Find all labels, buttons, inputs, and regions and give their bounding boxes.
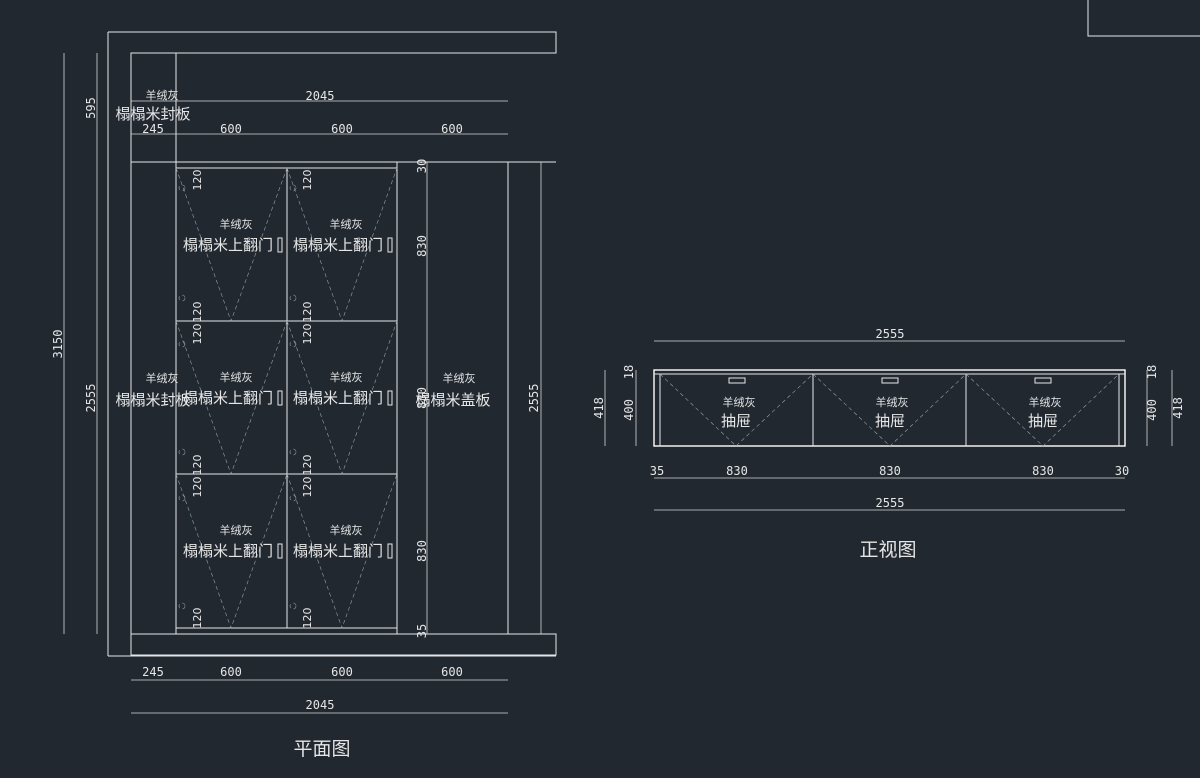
- material-label: 羊绒灰: [220, 217, 253, 231]
- dim-120: 120: [301, 170, 314, 191]
- drawer-handle: [728, 377, 746, 384]
- drawer-handle: [1034, 377, 1052, 384]
- dim-120: 120: [301, 477, 314, 498]
- material-label: 羊绒灰: [1029, 395, 1062, 409]
- dim-120: 120: [301, 324, 314, 345]
- door-diagonals: [175, 167, 398, 629]
- door-handles: [277, 237, 393, 559]
- plan-view: 120 120 120 120 120 120 120 120 120 120 …: [51, 31, 557, 760]
- dim-600-bottom: 600: [331, 665, 353, 679]
- material-label: 羊绒灰: [220, 370, 253, 384]
- dim-245-bottom: 245: [142, 665, 164, 679]
- flip-door-label: 榻榻米上翻门: [183, 542, 273, 560]
- dim-418-left: 418: [592, 397, 606, 419]
- dim-600-bottom: 600: [220, 665, 242, 679]
- material-label: 羊绒灰: [146, 88, 179, 102]
- dim-600-bottom: 600: [441, 665, 463, 679]
- dim-120: 120: [191, 302, 204, 323]
- flip-door-label: 榻榻米上翻门: [293, 389, 383, 407]
- drawer-diagonals: [659, 373, 1120, 447]
- dim-2045-bottom: 2045: [306, 698, 335, 712]
- dim-2045-top: 2045: [306, 89, 335, 103]
- dim-35: 35: [415, 624, 429, 638]
- seal-board-label: 榻榻米封板: [115, 391, 190, 409]
- dim-2555-left: 2555: [84, 384, 98, 413]
- dim-830-front: 830: [1032, 464, 1054, 478]
- seal-board-label: 榻榻米封板: [115, 105, 190, 123]
- front-view: 2555 羊绒灰 抽屉 羊绒灰 抽屉 羊绒灰 抽屉 418 18 400 18 …: [592, 327, 1185, 561]
- dim-120: 120: [191, 608, 204, 629]
- cover-board-label: 榻榻米盖板: [415, 391, 490, 409]
- flip-door-label: 榻榻米上翻门: [293, 542, 383, 560]
- dim-830-front: 830: [879, 464, 901, 478]
- dim-400-right: 400: [1145, 399, 1159, 421]
- drawer-label: 抽屉: [1028, 412, 1058, 430]
- material-label: 羊绒灰: [443, 371, 476, 385]
- room-outline: [108, 31, 557, 656]
- dim-830: 830: [415, 387, 429, 409]
- dim-600-top: 600: [441, 122, 463, 136]
- dim-120: 120: [191, 170, 204, 191]
- dim-120: 120: [191, 477, 204, 498]
- drawer-handle: [881, 377, 899, 384]
- material-label: 羊绒灰: [723, 395, 756, 409]
- material-label: 羊绒灰: [146, 371, 179, 385]
- material-label: 羊绒灰: [330, 370, 363, 384]
- viewport-frame: [1087, 0, 1200, 37]
- dim-2555-front-bottom: 2555: [876, 496, 905, 510]
- hinge-markers: [178, 184, 297, 610]
- dim-400-left: 400: [622, 399, 636, 421]
- dim-600-top: 600: [220, 122, 242, 136]
- dim-600-top: 600: [331, 122, 353, 136]
- front-view-title: 正视图: [859, 539, 916, 561]
- door-labels: 羊绒灰 榻榻米上翻门 羊绒灰 榻榻米上翻门 羊绒灰 榻榻米上翻门 羊绒灰 榻榻米…: [183, 217, 383, 560]
- material-label: 羊绒灰: [220, 523, 253, 537]
- door-inner-dims: 120 120 120 120 120 120 120 120 120 120 …: [191, 170, 314, 629]
- dim-30-front: 30: [1115, 464, 1129, 478]
- flip-door-label: 榻榻米上翻门: [293, 236, 383, 254]
- dim-418-right: 418: [1171, 397, 1185, 419]
- dim-2555-right: 2555: [527, 384, 541, 413]
- dim-35-front: 35: [650, 464, 664, 478]
- drawer-label: 抽屉: [721, 412, 751, 430]
- drawer-label: 抽屉: [875, 412, 905, 430]
- dim-595: 595: [84, 97, 98, 119]
- dim-120: 120: [191, 324, 204, 345]
- dim-120: 120: [301, 302, 314, 323]
- dim-830: 830: [415, 540, 429, 562]
- flip-door-label: 榻榻米上翻门: [183, 389, 273, 407]
- dim-3150: 3150: [51, 330, 65, 359]
- dim-120: 120: [191, 455, 204, 476]
- dim-120: 120: [301, 608, 314, 629]
- material-label: 羊绒灰: [876, 395, 909, 409]
- dim-120: 120: [301, 455, 314, 476]
- material-label: 羊绒灰: [330, 217, 363, 231]
- dim-2555-front-top: 2555: [876, 327, 905, 341]
- dim-18-right: 18: [1145, 365, 1159, 379]
- dim-245-top: 245: [142, 122, 164, 136]
- front-cabinet-outline: [653, 369, 1126, 447]
- plan-view-title: 平面图: [293, 738, 350, 760]
- dim-18-left: 18: [622, 365, 636, 379]
- dim-830: 830: [415, 235, 429, 257]
- dim-830-front: 830: [726, 464, 748, 478]
- flip-door-label: 榻榻米上翻门: [183, 236, 273, 254]
- dim-30: 30: [415, 159, 429, 173]
- material-label: 羊绒灰: [330, 523, 363, 537]
